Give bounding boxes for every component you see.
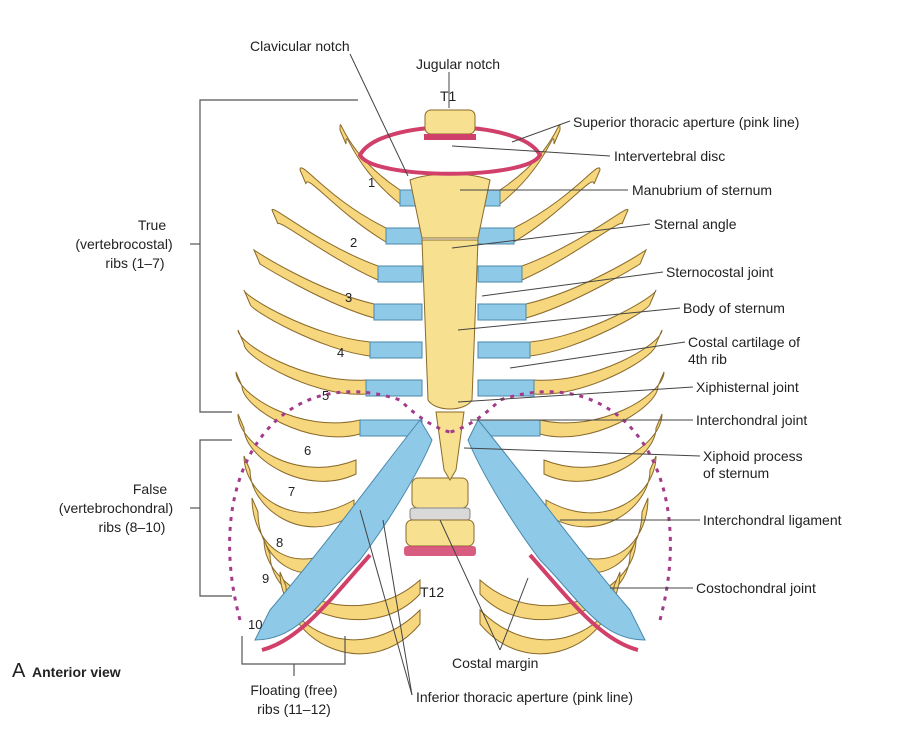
rib-number-6: 6	[304, 443, 311, 458]
true-ribs-bracket	[190, 99, 358, 413]
label-superior-thoracic-aperture: Superior thoracic aperture (pink line)	[573, 114, 799, 130]
label-sternocostal-joint: Sternocostal joint	[666, 264, 774, 280]
view-letter: A	[12, 660, 26, 682]
label-floating-ribs-line1: Floating (free)	[250, 682, 337, 698]
xiphoid-process	[435, 411, 465, 481]
rib-numbers-group: 1 2 3 4 5 6 7 8 9 10	[248, 175, 375, 632]
label-true-ribs-line3: ribs (1–7)	[105, 255, 164, 271]
rib-number-10: 10	[248, 617, 262, 632]
body-of-sternum	[421, 239, 479, 410]
labels: Clavicular notch Jugular notch T1 Superi…	[12, 38, 842, 717]
rib-5-right	[529, 289, 657, 357]
label-true-ribs-line2: (vertebrocostal)	[75, 236, 172, 252]
costal-cartilage-2-left	[385, 227, 423, 245]
ribs-left-group	[235, 124, 423, 655]
label-intervertebral-disc: Intervertebral disc	[614, 148, 725, 164]
label-t12: T12	[420, 584, 444, 600]
superior-thoracic-aperture	[357, 109, 543, 176]
label-interchondral-joint: Interchondral joint	[696, 412, 807, 428]
rib-cage-illustration: 1 2 3 4 5 6 7 8 9 10	[228, 109, 672, 655]
costal-cartilage-4-right	[477, 303, 527, 321]
label-xiphoid-line2: of sternum	[703, 465, 769, 481]
label-manubrium: Manubrium of sternum	[632, 182, 772, 198]
diaphragm-dotted-outline	[228, 390, 672, 621]
rib-1-right	[499, 124, 561, 206]
rib-6-left	[237, 329, 367, 395]
label-interchondral-ligament: Interchondral ligament	[703, 512, 842, 528]
rib-8-right	[543, 413, 663, 482]
label-false-ribs-line1: False	[133, 481, 167, 497]
rib-number-9: 9	[262, 571, 269, 586]
false-ribs-bracket	[190, 439, 232, 597]
label-costal-cartilage-line2: 4th rib	[688, 351, 727, 367]
rib-7-left	[235, 371, 361, 438]
costal-cartilage-5-right	[477, 341, 531, 359]
costal-cartilage-5-left	[369, 341, 423, 359]
costal-cartilage-6-right	[477, 379, 535, 397]
costal-cartilage-3-left	[377, 265, 423, 283]
label-xiphisternal-joint: Xiphisternal joint	[696, 379, 799, 395]
label-xiphoid-line1: Xiphoid process	[703, 448, 803, 464]
rib-8-left	[237, 413, 357, 482]
label-t1: T1	[440, 88, 457, 104]
label-false-ribs-line3: ribs (8–10)	[99, 519, 166, 535]
leader-lines	[349, 53, 701, 696]
label-inferior-thoracic-aperture: Inferior thoracic aperture (pink line)	[416, 689, 633, 705]
rib-4-left	[252, 248, 375, 319]
rib-12-left	[279, 571, 421, 655]
label-body-of-sternum: Body of sternum	[683, 300, 785, 316]
label-costal-margin: Costal margin	[452, 655, 538, 671]
rib-5-left	[243, 289, 371, 357]
floating-ribs-bracket	[241, 636, 346, 676]
label-jugular-notch: Jugular notch	[416, 56, 500, 72]
costal-cartilage-3-right	[477, 265, 523, 283]
costal-cartilage-4-left	[373, 303, 423, 321]
label-sternal-angle: Sternal angle	[654, 216, 737, 232]
label-floating-ribs-line2: ribs (11–12)	[257, 701, 331, 717]
label-costochondral-joint: Costochondral joint	[696, 580, 816, 596]
rib-number-8: 8	[276, 535, 283, 550]
label-clavicular-notch: Clavicular notch	[250, 38, 350, 54]
label-false-ribs-line2: (vertebrochondral)	[59, 500, 173, 516]
rib-4-right	[525, 248, 648, 319]
rib-2-right	[513, 167, 601, 243]
rib-number-4: 4	[337, 345, 344, 360]
label-costal-cartilage-line1: Costal cartilage of	[688, 334, 800, 350]
costal-cartilage-6-left	[365, 379, 423, 397]
manubrium-of-sternum	[409, 173, 491, 239]
rib-12-right	[479, 571, 621, 655]
rib-number-5: 5	[322, 388, 329, 403]
rib-3-left	[271, 208, 379, 281]
view-caption: Anterior view	[32, 664, 121, 680]
rib-3-right	[521, 208, 629, 281]
rib-1-left	[339, 124, 401, 206]
thoracic-vertebra-t12	[404, 477, 476, 556]
rib-7-right	[539, 371, 665, 438]
rib-2-left	[299, 167, 387, 243]
rib-number-7: 7	[288, 484, 295, 499]
rib-number-1: 1	[368, 175, 375, 190]
rib-number-2: 2	[350, 235, 357, 250]
rib-number-3: 3	[345, 290, 352, 305]
label-true-ribs-line1: True	[138, 217, 166, 233]
costal-margin-cartilage	[254, 419, 646, 652]
rib-6-right	[533, 329, 663, 395]
